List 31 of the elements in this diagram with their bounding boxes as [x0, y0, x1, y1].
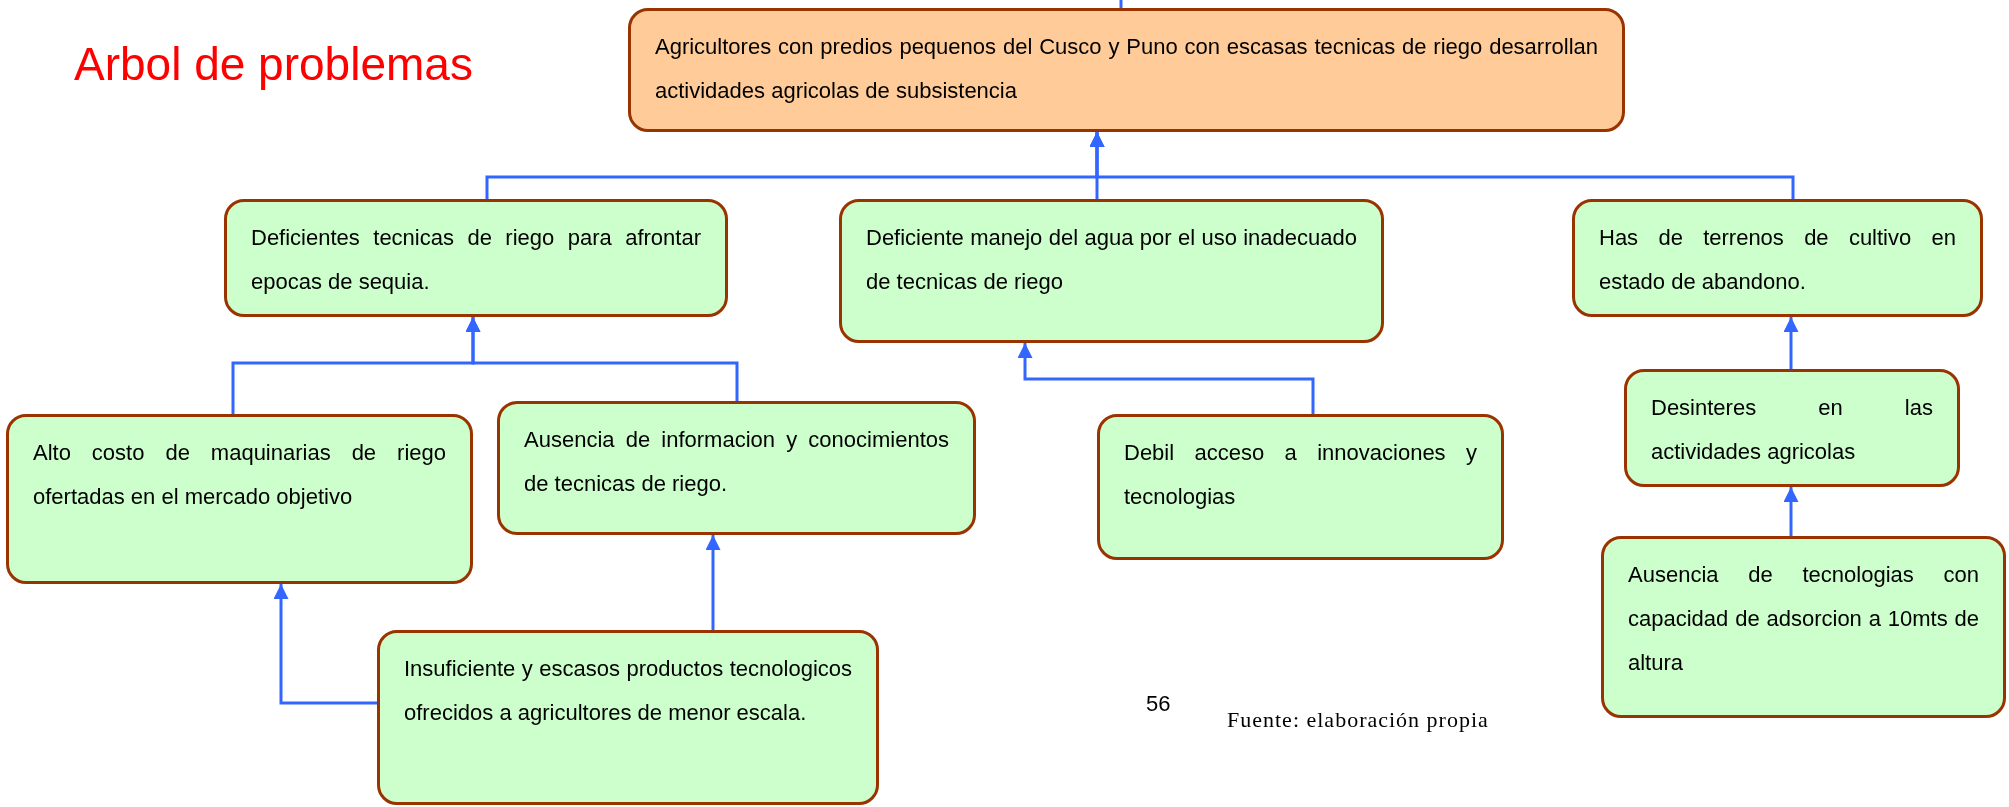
problem-box — [497, 401, 976, 535]
connector-line — [1119, 0, 1123, 8]
arrow — [705, 535, 721, 630]
box-text: Deficientes tecnicas de riego para afrontar epocas de sequia. — [251, 224, 701, 296]
arrow — [465, 317, 739, 401]
problem-box — [839, 199, 1384, 343]
problem-box — [1624, 369, 1960, 487]
problem-box — [1601, 536, 2006, 718]
box-text: Insuficiente y escasos productos tecnologicos ofrecidos a agricultores de menor escala. — [404, 655, 852, 727]
arrow — [1783, 317, 1799, 369]
problem-box — [6, 414, 473, 584]
box-text: Agricultores con predios pequenos del Cusco y Puno con escasas tecnicas de riego desarrollan actividades agricolas de subsistencia — [655, 33, 1598, 105]
box-text: Desinteres en las actividades agricolas — [1651, 394, 1933, 466]
arrow — [1089, 132, 1795, 199]
box-text: Has de terrenos de cultivo en estado de abandono. — [1599, 224, 1956, 296]
diagram-title: Arbol de problemas — [74, 37, 473, 92]
page-number: 56 — [1146, 690, 1171, 718]
problem-box — [1572, 199, 1983, 317]
box-text: Alto costo de maquinarias de riego ofertadas en el mercado objetivo — [33, 439, 446, 511]
box-text: Ausencia de tecnologias con capacidad de adsorcion a 10mts de altura — [1628, 561, 1979, 677]
arrow — [273, 584, 377, 705]
arrow — [1783, 487, 1799, 536]
box-text: Ausencia de informacion y conocimientos de tecnicas de riego. — [524, 426, 949, 498]
box-text: Debil acceso a innovaciones y tecnologias — [1124, 439, 1477, 511]
problem-box — [377, 630, 879, 805]
problem-box — [224, 199, 728, 317]
arrow — [1017, 343, 1315, 414]
problem-box — [628, 8, 1625, 132]
source-note: Fuente: elaboración propia — [1227, 706, 1489, 734]
problem-box — [1097, 414, 1504, 560]
box-text: Deficiente manejo del agua por el uso inadecuado de tecnicas de riego — [866, 224, 1357, 296]
